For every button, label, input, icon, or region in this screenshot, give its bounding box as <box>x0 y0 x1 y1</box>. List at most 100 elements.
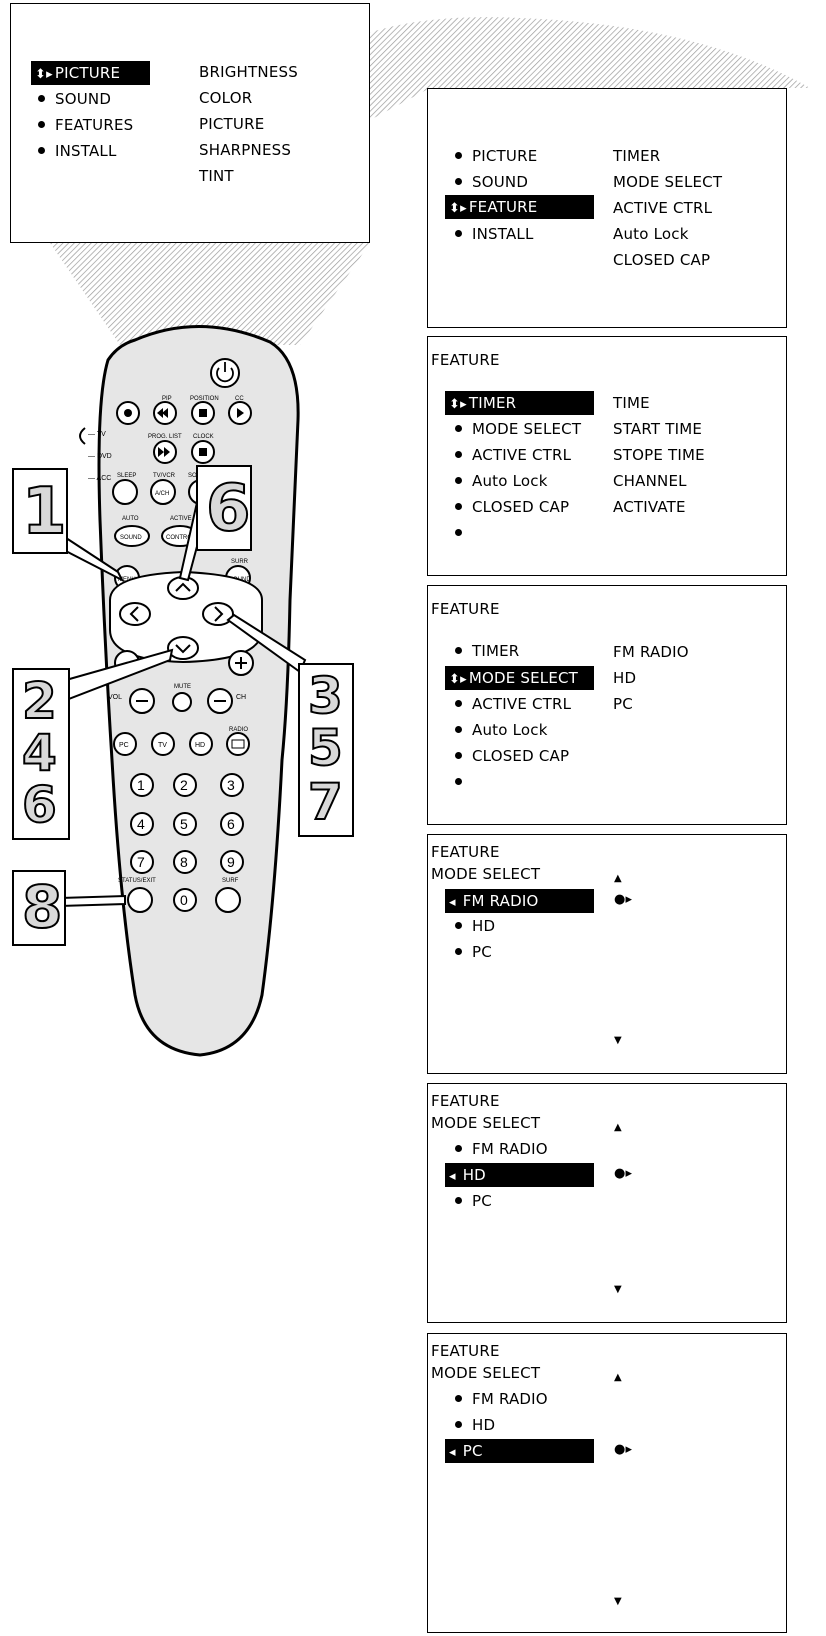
menu-item: SOUND <box>455 171 528 193</box>
bullet-icon <box>455 425 462 432</box>
up-arrow-icon: ▲ <box>614 1122 622 1133</box>
bullet-icon <box>455 1145 462 1152</box>
menu-item: INSTALL <box>455 223 534 245</box>
bullet-icon <box>455 752 462 759</box>
down-arrow-icon: ▼ <box>614 1035 622 1046</box>
bullet-icon <box>455 700 462 707</box>
bullet-icon <box>455 922 462 929</box>
callout-number: 1 <box>21 475 68 549</box>
left-arrow-icon: ◂ <box>449 895 456 910</box>
bullet-icon <box>38 147 45 154</box>
screen-title: FEATURE <box>431 600 500 618</box>
menu-item: HD <box>455 915 495 937</box>
submenu-item: Auto Lock <box>613 225 689 243</box>
menu-item: ACTIVE CTRL <box>455 444 571 466</box>
callout-box-357: 3 5 7 <box>298 663 354 837</box>
left-arrow-icon: ◂ <box>449 1169 456 1184</box>
submenu-item: PC <box>613 695 633 713</box>
bullet-icon <box>455 1395 462 1402</box>
submenu-item: CLOSED CAP <box>613 251 711 269</box>
submenu-list: TIMER MODE SELECT ACTIVE CTRL Auto Lock … <box>613 143 722 273</box>
cursor-icon: ●▸ <box>614 892 633 907</box>
menu-selected-item: ◂ HD <box>445 1163 594 1187</box>
menu-selected-item: ⬍▸FEATURE <box>445 195 594 219</box>
callout-number: 7 <box>307 773 344 831</box>
menu-item: PICTURE <box>455 145 537 167</box>
menu-selected-item: ◂ PC <box>445 1439 594 1463</box>
submenu-item: CHANNEL <box>613 472 687 490</box>
menu-item: FM RADIO <box>455 1388 548 1410</box>
screen-title: FEATURE <box>431 843 500 861</box>
submenu-item: ACTIVATE <box>613 498 686 516</box>
cursor-icon: ⬍▸ <box>35 67 53 82</box>
submenu-item: START TIME <box>613 420 703 438</box>
menu-item: SOUND <box>38 88 111 110</box>
submenu-list: BRIGHTNESS COLOR PICTURE SHARPNESS TINT <box>199 59 298 189</box>
callout-number: 4 <box>21 724 58 782</box>
menu-selected-item: ⬍▸PICTURE <box>31 61 150 85</box>
fm-radio-screen: FEATURE MODE SELECT ◂ FM RADIO HD PC ▲ ●… <box>427 834 787 1074</box>
bullet-icon <box>455 152 462 159</box>
up-arrow-icon: ▲ <box>614 873 622 884</box>
submenu-item: PICTURE <box>199 115 265 133</box>
bullet-icon <box>455 477 462 484</box>
callout-number: 3 <box>307 667 344 725</box>
submenu-item: MODE SELECT <box>613 173 723 191</box>
menu-item: INSTALL <box>38 140 117 162</box>
hd-screen: FEATURE MODE SELECT FM RADIO ◂ HD PC ▲ ●… <box>427 1083 787 1323</box>
submenu-list: TIME START TIME STOPE TIME CHANNEL ACTIV… <box>613 390 705 520</box>
bullet-icon <box>455 1421 462 1428</box>
left-arrow-icon: ◂ <box>449 1445 456 1460</box>
bullet-icon <box>455 1197 462 1204</box>
cursor-icon: ⬍▸ <box>449 201 467 216</box>
bullet-icon <box>455 529 462 536</box>
bullet-icon <box>455 647 462 654</box>
bullet-icon <box>455 230 462 237</box>
menu-selected-item: ◂ FM RADIO <box>445 889 594 913</box>
callout-number: 8 <box>21 873 63 941</box>
screen-subtitle: MODE SELECT <box>431 1114 541 1132</box>
menu-item: FM RADIO <box>455 1138 548 1160</box>
callout-number: 5 <box>307 719 344 777</box>
callout-box-8: 8 <box>12 870 66 946</box>
menu-item: CLOSED CAP <box>455 496 569 518</box>
beam-arc <box>370 27 520 88</box>
menu-item: FEATURES <box>38 114 133 136</box>
cursor-icon: ●▸ <box>614 1442 633 1457</box>
bullet-icon <box>38 95 45 102</box>
callout-box-6-top: 6 <box>196 465 252 551</box>
cursor-icon: ●▸ <box>614 1166 633 1181</box>
callout-number: 6 <box>205 472 252 546</box>
submenu-item: TIMER <box>613 147 661 165</box>
menu-item: ACTIVE CTRL <box>455 693 571 715</box>
menu-item: Auto Lock <box>455 470 548 492</box>
main-menu-screen: ⬍▸PICTURE SOUND FEATURES INSTALL BRIGHTN… <box>10 3 370 243</box>
menu-item: Auto Lock <box>455 719 548 741</box>
callout-box-1: 1 <box>12 468 68 554</box>
menu-item: PC <box>455 941 492 963</box>
menu-item-empty <box>455 522 472 544</box>
cursor-icon: ⬍▸ <box>449 672 467 687</box>
bullet-icon <box>455 503 462 510</box>
submenu-item: SHARPNESS <box>199 141 292 159</box>
up-arrow-icon: ▲ <box>614 1372 622 1383</box>
menu-item: HD <box>455 1414 495 1436</box>
submenu-item: TINT <box>199 167 234 185</box>
feature-menu-screen: PICTURE SOUND ⬍▸FEATURE INSTALL TIMER MO… <box>427 88 787 328</box>
timer-menu-screen: FEATURE ⬍▸TIMER MODE SELECT ACTIVE CTRL … <box>427 336 787 576</box>
menu-selected-item: ⬍▸MODE SELECT <box>445 666 594 690</box>
bullet-icon <box>455 778 462 785</box>
menu-item: CLOSED CAP <box>455 745 569 767</box>
menu-selected-item: ⬍▸TIMER <box>445 391 594 415</box>
bullet-icon <box>455 451 462 458</box>
menu-item: MODE SELECT <box>455 418 581 440</box>
menu-item: TIMER <box>455 640 519 662</box>
down-arrow-icon: ▼ <box>614 1284 622 1295</box>
submenu-item: HD <box>613 669 637 687</box>
screen-title: FEATURE <box>431 1342 500 1360</box>
callout-number: 6 <box>21 776 58 834</box>
submenu-item: TIME <box>613 394 650 412</box>
callout-number: 2 <box>21 672 58 730</box>
screen-subtitle: MODE SELECT <box>431 865 541 883</box>
